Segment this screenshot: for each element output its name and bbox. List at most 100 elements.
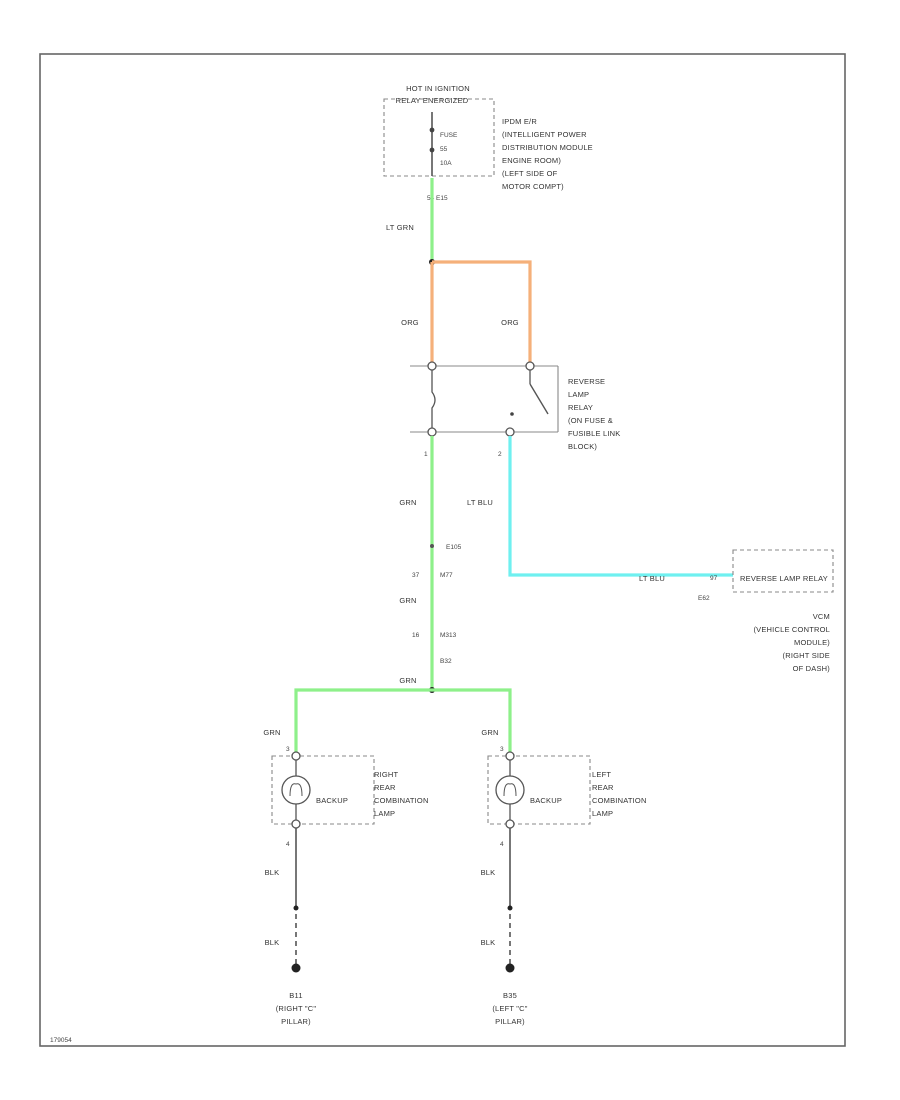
left-lamp-label-2: REAR (592, 783, 614, 792)
vcm-pin: E62 (698, 595, 710, 602)
connector-c3-label: B32 (440, 658, 452, 665)
right-lamp-label-4: LAMP (374, 809, 395, 818)
connector-c2-pin: 16 (412, 632, 420, 639)
ipdm-label-3: DISTRIBUTION MODULE (502, 143, 593, 152)
source-label-1: HOT IN IGNITION (406, 84, 470, 93)
wire-lt-blu (508, 436, 733, 577)
wire-org-left-label: ORG (401, 318, 419, 327)
left-blk-splice (507, 905, 513, 911)
diagram-frame (39, 53, 846, 1047)
left-bulb-icon (495, 775, 525, 805)
connector-c1 (430, 544, 434, 548)
right-lamp-box (271, 755, 375, 825)
ipdm-label-6: MOTOR COMPT) (502, 182, 564, 191)
diagram-id: 179054 (50, 1037, 72, 1044)
left-lamp-pin-top: 3 (500, 746, 504, 753)
vcm-label-3: MODULE) (794, 638, 830, 647)
left-lamp-label-4: LAMP (592, 809, 613, 818)
ipdm-label-5: (LEFT SIDE OF (502, 169, 558, 178)
relay-label-5: FUSIBLE LINK (568, 429, 620, 438)
wire-org-right (432, 260, 532, 362)
wire-grn-left-label: GRN (481, 728, 498, 737)
wire-grn-left-lamp (432, 688, 512, 752)
fuse-terminal-bottom (429, 147, 435, 153)
wire-grn-label-3: GRN (399, 676, 416, 685)
left-ground-label-3: PILLAR) (495, 1017, 525, 1026)
wire-lt-blu-label-1: LT BLU (467, 498, 493, 507)
relay-label-4: (ON FUSE & (568, 416, 613, 425)
vcm-pin-label: REVERSE LAMP RELAY (740, 574, 828, 583)
right-ground-label-1: B11 (289, 991, 302, 1000)
fuse-label-2: 55 (440, 146, 448, 153)
wire-grn-label-1: GRN (399, 498, 416, 507)
right-backup-label: BACKUP (316, 796, 348, 805)
fuse-terminal-top (429, 127, 435, 133)
relay-coil (431, 370, 436, 428)
wire-blk-label-4: BLK (481, 938, 496, 947)
relay-terminal-2 (525, 361, 535, 371)
right-lamp-pin-top: 3 (286, 746, 290, 753)
right-lamp-terminal-top (291, 751, 301, 761)
wire-blk-label-3: BLK (481, 868, 496, 877)
left-ground-label-2: (LEFT "C" (492, 1004, 527, 1013)
relay-pin-1: 1 (424, 451, 428, 458)
vcm-dashed-box (732, 549, 834, 593)
left-lamp-label-3: COMBINATION (592, 796, 647, 805)
relay-switch-arm (529, 383, 549, 415)
right-bulb-filament-icon (289, 783, 303, 797)
left-lamp-terminal-top (505, 751, 515, 761)
right-ground-label-2: (RIGHT "C" (276, 1004, 317, 1013)
right-lamp-pin-bottom: 4 (286, 841, 290, 848)
left-ground-label-1: B35 (503, 991, 517, 1000)
connector-c2-label: M313 (440, 632, 457, 639)
relay-label-6: BLOCK) (568, 442, 597, 451)
wire-blk-label-2: BLK (265, 938, 280, 947)
right-lamp-label-3: COMBINATION (374, 796, 429, 805)
relay-label-3: RELAY (568, 403, 593, 412)
source-label-2: RELAY ENERGIZED (396, 96, 469, 105)
wire-lt-grn-label: LT GRN (386, 223, 414, 232)
left-ground-icon (505, 963, 515, 973)
left-lamp-box (487, 755, 591, 825)
vcm-label-4: (RIGHT SIDE (783, 651, 830, 660)
relay-label-1: REVERSE (568, 377, 605, 386)
relay-terminal-1 (427, 361, 437, 371)
right-lamp-label-1: RIGHT (374, 770, 399, 779)
relay-switch-contact (510, 412, 514, 416)
right-bulb-icon (281, 775, 311, 805)
relay-pin-2: 2 (498, 451, 502, 458)
ipdm-dashed-box (383, 98, 495, 177)
connector-c1-label: E105 (446, 544, 462, 551)
right-ground-label-3: PILLAR) (281, 1017, 311, 1026)
vcm-label-5: OF DASH) (793, 664, 831, 673)
connector-c1-pin: 37 (412, 572, 420, 579)
fuse-label-1: FUSE (440, 132, 458, 139)
ipdm-label-4: ENGINE ROOM) (502, 156, 561, 165)
left-lamp-pin-bottom: 4 (500, 841, 504, 848)
ipdm-label-2: (INTELLIGENT POWER (502, 130, 587, 139)
relay-terminal-4 (505, 427, 515, 437)
relay-label-2: LAMP (568, 390, 589, 399)
left-lamp-label-1: LEFT (592, 770, 611, 779)
relay-terminal-3 (427, 427, 437, 437)
right-ground-icon (291, 963, 301, 973)
vcm-label-2: (VEHICLE CONTROL (753, 625, 830, 634)
left-bulb-filament-icon (503, 783, 517, 797)
vcm-pin-num: 97 (710, 575, 718, 582)
wire-grn-right-lamp (294, 688, 432, 752)
wire-grn-right-label: GRN (263, 728, 280, 737)
left-lamp-terminal-bottom (505, 819, 515, 829)
left-backup-label: BACKUP (530, 796, 562, 805)
vcm-label-1: VCM (813, 612, 830, 621)
connector-c1-pin2: M77 (440, 572, 453, 579)
ipdm-label-1: IPDM E/R (502, 117, 537, 126)
wire-lt-blu-label-2: LT BLU (639, 574, 665, 583)
wire-org-right-label: ORG (501, 318, 519, 327)
right-lamp-label-2: REAR (374, 783, 396, 792)
right-lamp-terminal-bottom (291, 819, 301, 829)
fuse-label-3: 10A (440, 160, 452, 167)
right-blk-splice (293, 905, 299, 911)
ipdm-connector-label: 54 E15 (427, 195, 448, 202)
wire-grn-label-2: GRN (399, 596, 416, 605)
